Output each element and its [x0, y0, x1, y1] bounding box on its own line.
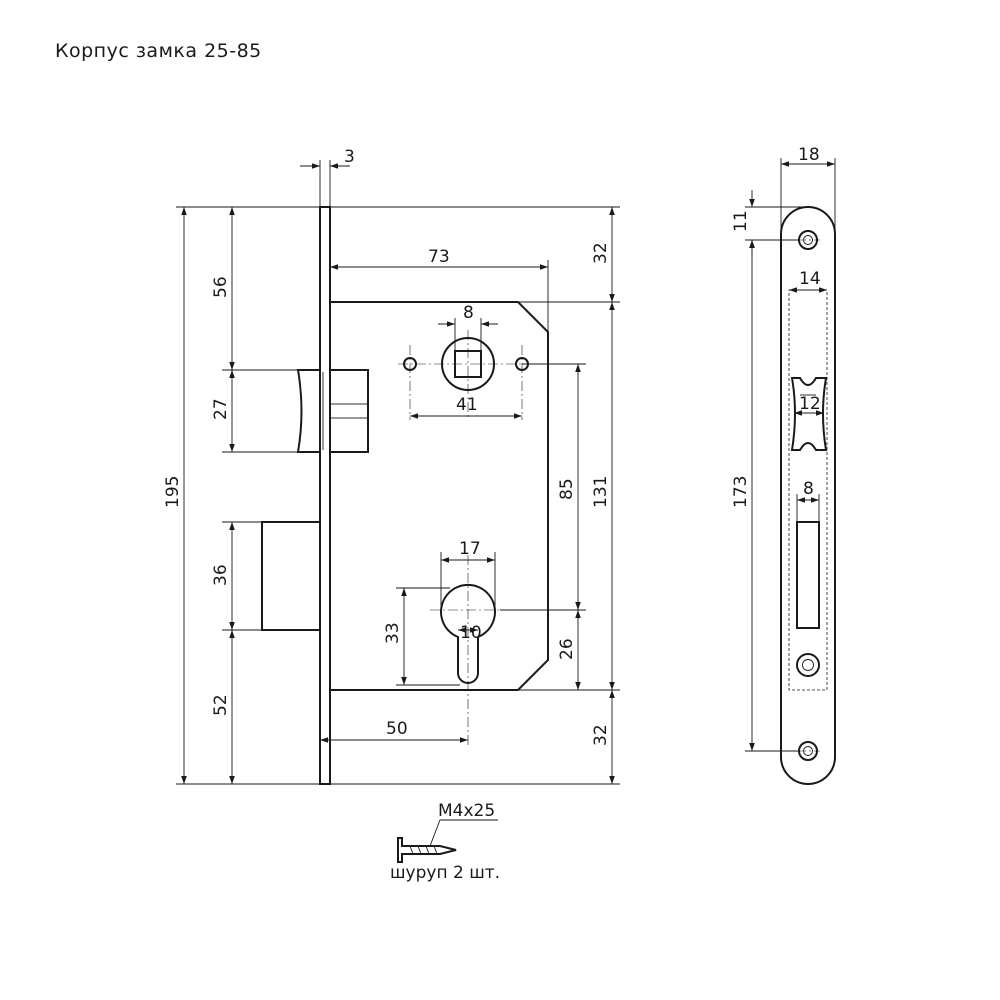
- dim-inner-14: 14: [789, 269, 827, 293]
- dim-text-12: 12: [799, 394, 821, 414]
- dim-text-32-bottom: 32: [591, 724, 611, 746]
- dim-text-33: 33: [383, 622, 403, 644]
- dim-text-11: 11: [731, 210, 751, 232]
- dim-text-73: 73: [428, 247, 450, 267]
- latch-slot: [790, 377, 828, 451]
- faceplate-screw-middle: [796, 653, 820, 677]
- dim-text-17: 17: [459, 539, 481, 559]
- dim-text-10: 10: [460, 623, 482, 643]
- dim-right-stack: 32 131 32: [330, 206, 620, 785]
- dim-text-41: 41: [456, 395, 478, 415]
- faceplate-screw-top: [796, 230, 820, 250]
- dim-faceplate-18: 18: [780, 145, 836, 236]
- dim-total-195: 195: [163, 206, 222, 785]
- spindle-hub: [398, 330, 536, 420]
- dim-text-85: 85: [557, 478, 577, 500]
- dim-text-8a: 8: [463, 303, 474, 323]
- dim-cylinder-33: 33: [383, 587, 460, 686]
- dim-bolt-8: 8: [796, 479, 820, 522]
- dim-text-18: 18: [798, 145, 820, 165]
- dim-text-36: 36: [211, 564, 231, 586]
- faceplate-side-view: 18 11 173 14 12: [731, 145, 836, 785]
- dim-faceplate-thickness: 3: [300, 147, 355, 207]
- dim-backset-50: 50: [320, 719, 468, 743]
- dim-text-56: 56: [211, 276, 231, 298]
- dim-centre-85: 85 26: [500, 363, 586, 690]
- dim-text-26: 26: [557, 638, 577, 660]
- latch-bolt: [296, 369, 369, 453]
- cylinder-hole: [430, 555, 510, 745]
- lock-case-body: [330, 301, 549, 691]
- dim-latch-12: 12: [794, 394, 824, 416]
- screw-size-label: M4x25: [438, 801, 495, 821]
- dim-spindle-8: 8: [438, 303, 498, 351]
- screw-icon: [397, 819, 498, 863]
- dim-text-52: 52: [211, 694, 231, 716]
- dim-left-stack: 56 27 36 52: [211, 206, 320, 785]
- dim-text-27: 27: [211, 398, 231, 420]
- dead-bolt: [261, 521, 321, 631]
- dim-text-32-top: 32: [591, 242, 611, 264]
- dim-length-173: 173: [731, 240, 799, 752]
- dim-text-131: 131: [591, 476, 611, 508]
- dim-text-14: 14: [799, 269, 821, 289]
- front-view: 3 73 8 41: [163, 147, 620, 785]
- case-outline-dashed: [788, 289, 828, 691]
- bolt-slot: [796, 521, 820, 629]
- dim-text-8b: 8: [803, 479, 814, 499]
- drawing-title: Корпус замка 25-85: [55, 40, 262, 62]
- dim-screw-41: 41: [410, 395, 522, 419]
- dim-hole-11: 11: [731, 190, 808, 258]
- faceplate-screw-bottom: [796, 741, 820, 761]
- dim-text-195: 195: [163, 476, 183, 508]
- dim-backset-73: 73: [330, 247, 549, 332]
- dim-text-173: 173: [731, 476, 751, 508]
- faceplate: [319, 206, 331, 785]
- dim-cylinder-17: 17 10: [440, 539, 496, 643]
- screw-note-label: шуруп 2 шт.: [390, 863, 500, 883]
- dim-text-50: 50: [386, 719, 408, 739]
- dim-text-3: 3: [344, 147, 355, 167]
